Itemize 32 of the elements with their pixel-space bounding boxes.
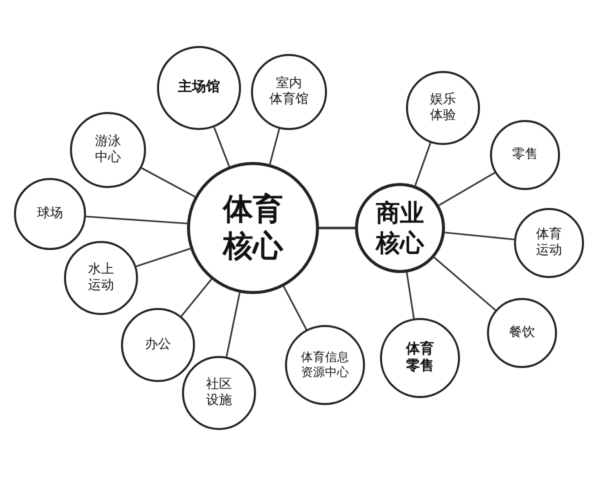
node-label: 室内体育馆 <box>270 76 308 108</box>
connector-line <box>269 128 280 164</box>
node-label: 餐饮 <box>509 324 535 342</box>
connector-line <box>444 232 514 240</box>
topic-circle <box>70 112 146 188</box>
connector-line <box>438 172 496 206</box>
node-label: 体育核心 <box>223 190 283 266</box>
node-label: 水上运动 <box>88 262 114 294</box>
topic-circle <box>14 178 86 250</box>
node-label: 球场 <box>37 206 63 222</box>
node-label: 办公 <box>145 336 171 354</box>
connector-line <box>319 226 355 230</box>
connector-line <box>86 216 188 224</box>
connector-line <box>283 286 308 330</box>
connector-line <box>136 248 191 268</box>
node-label: 体育运动 <box>536 226 562 260</box>
node-label: 娱乐体验 <box>430 92 456 124</box>
connector-line <box>414 142 432 186</box>
connector-line <box>213 126 230 167</box>
node-label: 游泳中心 <box>95 134 121 166</box>
connector-line <box>226 292 240 357</box>
node-label: 主场馆 <box>178 79 220 97</box>
node-label: 零售 <box>512 146 538 164</box>
topic-circle <box>64 241 138 315</box>
connector-line <box>141 167 196 198</box>
connector-line <box>406 272 415 319</box>
node-label: 体育信息资源中心 <box>301 350 349 380</box>
node-label: 体育零售 <box>406 340 434 376</box>
node-label: 商业核心 <box>376 198 424 258</box>
node-label: 社区设施 <box>206 376 232 410</box>
connector-line <box>434 256 496 311</box>
connector-line <box>180 278 212 317</box>
